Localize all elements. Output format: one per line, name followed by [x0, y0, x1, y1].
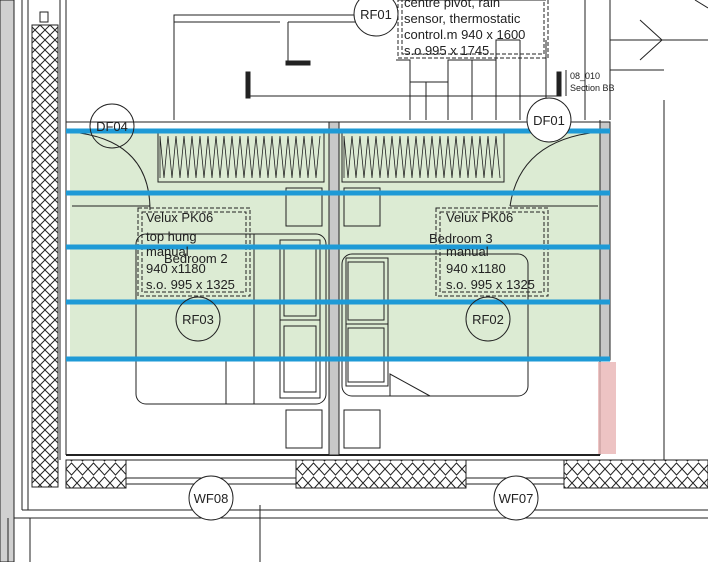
- bottom-wall-insulation: [65, 459, 708, 489]
- section-reference: 08_010 Section BB: [565, 70, 615, 96]
- wardrobe-left: [157, 131, 325, 183]
- wardrobe-hatch: [159, 135, 321, 179]
- right-window-note: Velux PK06 manual 940 x1180 s.o. 995 x 1…: [446, 210, 535, 292]
- tag-df04: DF04: [96, 119, 128, 134]
- roof-windows: [137, 0, 549, 297]
- tag-rf01-circle: [353, 0, 399, 37]
- tag-df01: DF01: [533, 113, 565, 128]
- svg-text:top hung: top hung: [146, 229, 197, 244]
- party-wall: [328, 121, 340, 456]
- left-window-note: Velux PK06 top hung manual 940 x1180 s.o…: [146, 210, 235, 292]
- tag-wf07: WF07: [499, 491, 534, 506]
- svg-text:Velux PK06: Velux PK06: [446, 210, 513, 225]
- tag-rf01: RF01: [360, 7, 392, 22]
- top-window-note: centre pivot, rain sensor, thermostatic …: [404, 0, 525, 58]
- tag-df04-circle: [89, 103, 135, 149]
- bedside-units: [285, 187, 381, 449]
- tag-rf03: RF03: [182, 312, 214, 327]
- svg-text:940 x1180: 940 x1180: [146, 261, 206, 276]
- wardrobe-right: [341, 131, 505, 183]
- svg-text:s.o.995 x 1745: s.o.995 x 1745: [404, 43, 489, 58]
- left-wall-insulation: [31, 24, 59, 488]
- svg-text:s.o. 995 x 1325: s.o. 995 x 1325: [146, 277, 235, 292]
- room-label-bedroom-3: Bedroom 3: [429, 231, 493, 246]
- wardrobe-hatch: [343, 135, 501, 179]
- right-wall: [599, 121, 611, 361]
- svg-text:s.o. 995 x 1325: s.o. 995 x 1325: [446, 277, 535, 292]
- svg-text:08_010: 08_010: [570, 71, 600, 81]
- tag-df01-circle: [526, 97, 572, 143]
- tag-rf03-circle: [175, 296, 221, 342]
- tag-wf08: WF08: [194, 491, 229, 506]
- pink-marker: [598, 362, 616, 454]
- svg-text:Section BB: Section BB: [570, 83, 615, 93]
- svg-text:control.m 940 x 1600: control.m 940 x 1600: [404, 27, 525, 42]
- tag-wf08-circle: [188, 475, 234, 521]
- svg-text:centre pivot, rain: centre pivot, rain: [404, 0, 500, 10]
- svg-text:Velux PK06: Velux PK06: [146, 210, 213, 225]
- tag-rf02: RF02: [472, 312, 504, 327]
- room-label-bedroom-2: Bedroom 2: [164, 251, 228, 266]
- rafter-lines: [66, 128, 610, 362]
- svg-text:manual: manual: [446, 244, 489, 259]
- tag-rf02-circle: [465, 296, 511, 342]
- tag-wf07-circle: [493, 475, 539, 521]
- svg-text:940 x1180: 940 x1180: [446, 261, 506, 276]
- bed-right: [341, 253, 529, 397]
- svg-text:sensor, thermostatic: sensor, thermostatic: [404, 11, 521, 26]
- svg-text:manual: manual: [146, 244, 189, 259]
- wall-post: [39, 11, 49, 23]
